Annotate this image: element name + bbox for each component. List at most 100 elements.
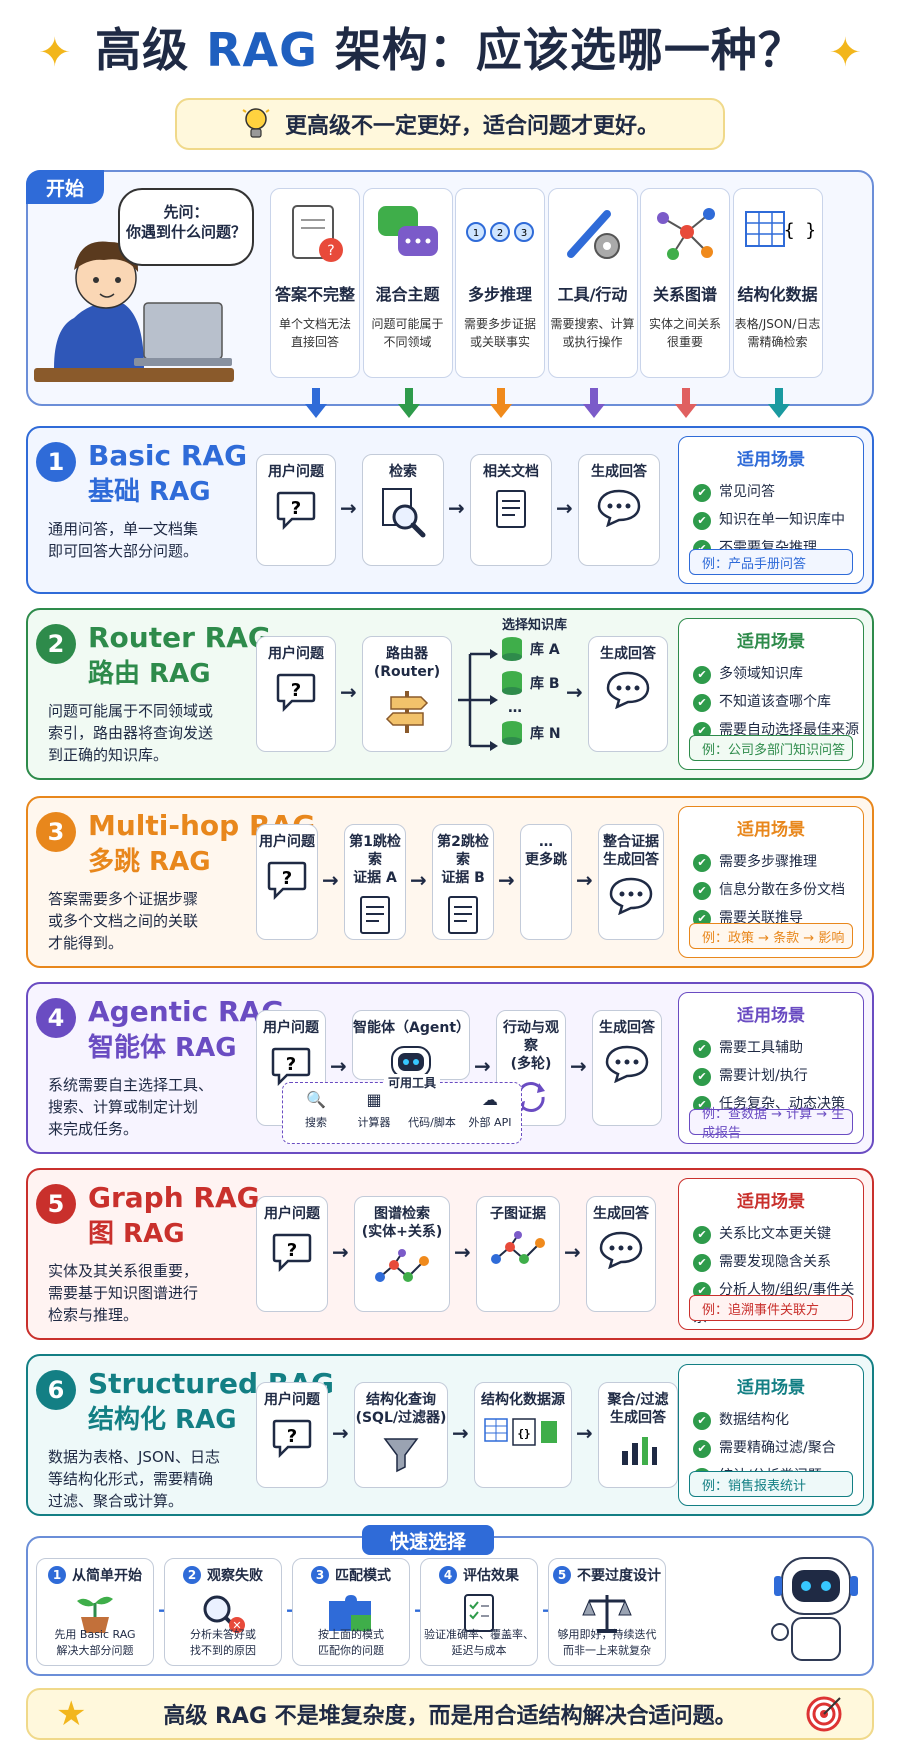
cloud-icon: ☁ [482, 1090, 498, 1109]
down-arrow-icon [675, 388, 697, 424]
section-number-badge: 1 [36, 442, 76, 482]
tools-icon [566, 210, 620, 259]
svg-text:{}: {} [517, 1427, 530, 1440]
question-bubble-icon: ? [272, 1233, 312, 1273]
kb-title: 选择知识库 [502, 618, 568, 633]
flow-step-label: 用户问题 [268, 646, 324, 662]
scenario-example: 例：追溯事件关联方 [689, 1295, 853, 1321]
rag-section-header: 6 Structured RAG 结构化 RAG [36, 1366, 334, 1438]
flow-step: 路由器 (Router) [362, 636, 452, 752]
scenario-panel: 适用场景 需要多步骤推理信息分散在多份文档需要关联推导 例：政策 → 条款 → … [678, 806, 864, 958]
scenario-title: 适用场景 [737, 1378, 805, 1398]
flow-arrow-icon: → [410, 868, 427, 892]
section-number-badge: 5 [36, 1184, 76, 1224]
subtitle-text: 更高级不一定更好，适合问题才更好。 [284, 114, 659, 139]
scenario-item: 需要计划/执行 [693, 1062, 863, 1090]
knowledge-graph-icon [375, 1249, 429, 1282]
step-desc: 按上面的模式 匹配你的问题 [318, 1628, 384, 1657]
svg-text:✕: ✕ [232, 1619, 241, 1632]
scenario-item: 需要多步骤推理 [693, 848, 863, 876]
flow-step: 用户问题? [256, 1382, 328, 1488]
problem-card-5: 关系图谱 实体之间关系 很重要 [640, 188, 730, 378]
scenario-title: 适用场景 [737, 632, 805, 652]
flow-step: 相关文档 [470, 454, 552, 566]
section-name-zh: 智能体 RAG [88, 1033, 237, 1063]
scenario-item: 多领域知识库 [693, 660, 863, 688]
flow-step-label: 生成回答 [600, 646, 656, 662]
flow-arrow-icon: → [322, 868, 339, 892]
flow-step: 生成回答 [588, 636, 668, 752]
section-description: 答案需要多个证据步骤 或多个文档之间的关联 才能得到。 [48, 890, 199, 952]
section-description: 实体及其关系很重要， 需要基于知识图谱进行 检索与推理。 [48, 1262, 199, 1324]
problem-card-2: 混合主题 问题可能属于 不同领域 [362, 188, 453, 378]
balance-scale-icon [582, 1595, 632, 1633]
flow-step: 用户问题? [256, 454, 336, 566]
scenario-example: 例：公司多部门知识问答 [689, 735, 853, 761]
target-icon [806, 1696, 842, 1732]
step-desc: 够用即好，持续迭代 而非一上来就复杂 [557, 1628, 657, 1657]
section-description: 问题可能属于不同领域或 索引，路由器将查询发送 到正确的知识库。 [48, 702, 214, 764]
section-description: 系统需要自主选择工具、 搜索、计算或制定计划 来完成任务。 [48, 1076, 214, 1138]
step-title: 从简单开始 [72, 1568, 142, 1584]
flow-step: 用户问题? [256, 636, 336, 752]
section-number-badge: 3 [36, 812, 76, 852]
tool-item: ☁外部 API [462, 1090, 518, 1130]
flow-arrow-icon: → [576, 868, 593, 892]
scenario-example: 例：产品手册问答 [689, 549, 853, 575]
scenario-panel: 适用场景 常见问答知识在单一知识库中不需要复杂推理 例：产品手册问答 [678, 436, 864, 584]
scenario-example: 例：查数据 → 计算 → 生成报告 [689, 1107, 853, 1141]
step-title: 匹配模式 [335, 1568, 391, 1584]
question-bubble-icon: ? [272, 1419, 312, 1459]
problem-card-1: ? 答案不完整 单个文档无法 直接回答 [270, 188, 360, 378]
answer-bubble-icon [599, 1231, 643, 1270]
section-name-en: Agentic RAG [88, 995, 285, 1028]
database-icon [502, 721, 522, 745]
scenario-example: 例：政策 → 条款 → 影响 [689, 923, 853, 949]
scenario-title: 适用场景 [737, 1192, 805, 1212]
section-number-badge: 6 [36, 1370, 76, 1410]
flow-step-label: 用户问题 [263, 1020, 319, 1036]
calculator-icon: ▦ [366, 1090, 382, 1109]
graph-icon [657, 208, 715, 260]
scenario-title: 适用场景 [737, 820, 805, 840]
scenario-item: 需要精确过滤/聚合 [693, 1434, 863, 1462]
flow-arrow-icon: → [556, 496, 573, 520]
flow-arrow-icon: → [454, 1240, 471, 1264]
problem-card-title: 工具/行动 [557, 285, 628, 304]
flow-arrow-icon: → [570, 1054, 587, 1078]
flow-step-label: 检索 [389, 464, 417, 480]
step-title: 观察失败 [207, 1568, 263, 1584]
tool-item: 代码/脚本 [404, 1090, 460, 1130]
bar-chart-icon [622, 1437, 657, 1465]
step-number-badge: 4 [439, 1566, 457, 1584]
scenario-item: 数据结构化 [693, 1406, 863, 1434]
magnifier-error-icon: ✕ [203, 1595, 245, 1633]
knowledge-base-item: 库 B [500, 670, 560, 696]
flow-step-label: 生成回答 [599, 1020, 655, 1036]
flow-step-label: 行动与观察 (多轮) [503, 1020, 559, 1072]
step-number-badge: 5 [553, 1566, 571, 1584]
flow-arrow-icon: → [340, 496, 357, 520]
puzzle-icon [329, 1595, 371, 1631]
scenario-item: 知识在单一知识库中 [693, 506, 863, 534]
flow-step-label: 用户问题 [264, 1206, 320, 1222]
down-arrow-icon [490, 388, 512, 424]
flow-step: 第1跳检索 证据 A [344, 824, 406, 940]
svg-text:3: 3 [521, 228, 527, 239]
svg-text:?: ? [327, 243, 334, 259]
problem-card-6: { } 结构化数据 表格/JSON/日志 需精确检索 [732, 188, 823, 378]
flow-step: 整合证据 生成回答 [598, 824, 664, 940]
flow-step-label: 第2跳检索 证据 B [437, 834, 489, 886]
section-description: 数据为表格、JSON、日志 等结构化形式，需要精确 过滤、聚合或计算。 [48, 1448, 220, 1510]
section-name-en: Router RAG [88, 621, 271, 654]
problem-card-desc: 问题可能属于 不同领域 [371, 317, 444, 349]
flow-step-label: 结构化查询 (SQL/过滤器) [355, 1392, 447, 1426]
problem-card-desc: 表格/JSON/日志 需精确检索 [734, 317, 821, 349]
question-bubble-icon: ? [267, 861, 307, 901]
flow-step: 子图证据 [476, 1196, 560, 1312]
scenario-panel: 适用场景 需要工具辅助需要计划/执行任务复杂、动态决策 例：查数据 → 计算 →… [678, 992, 864, 1144]
flow-arrow-icon: → [332, 1421, 349, 1445]
database-icon [502, 637, 522, 661]
